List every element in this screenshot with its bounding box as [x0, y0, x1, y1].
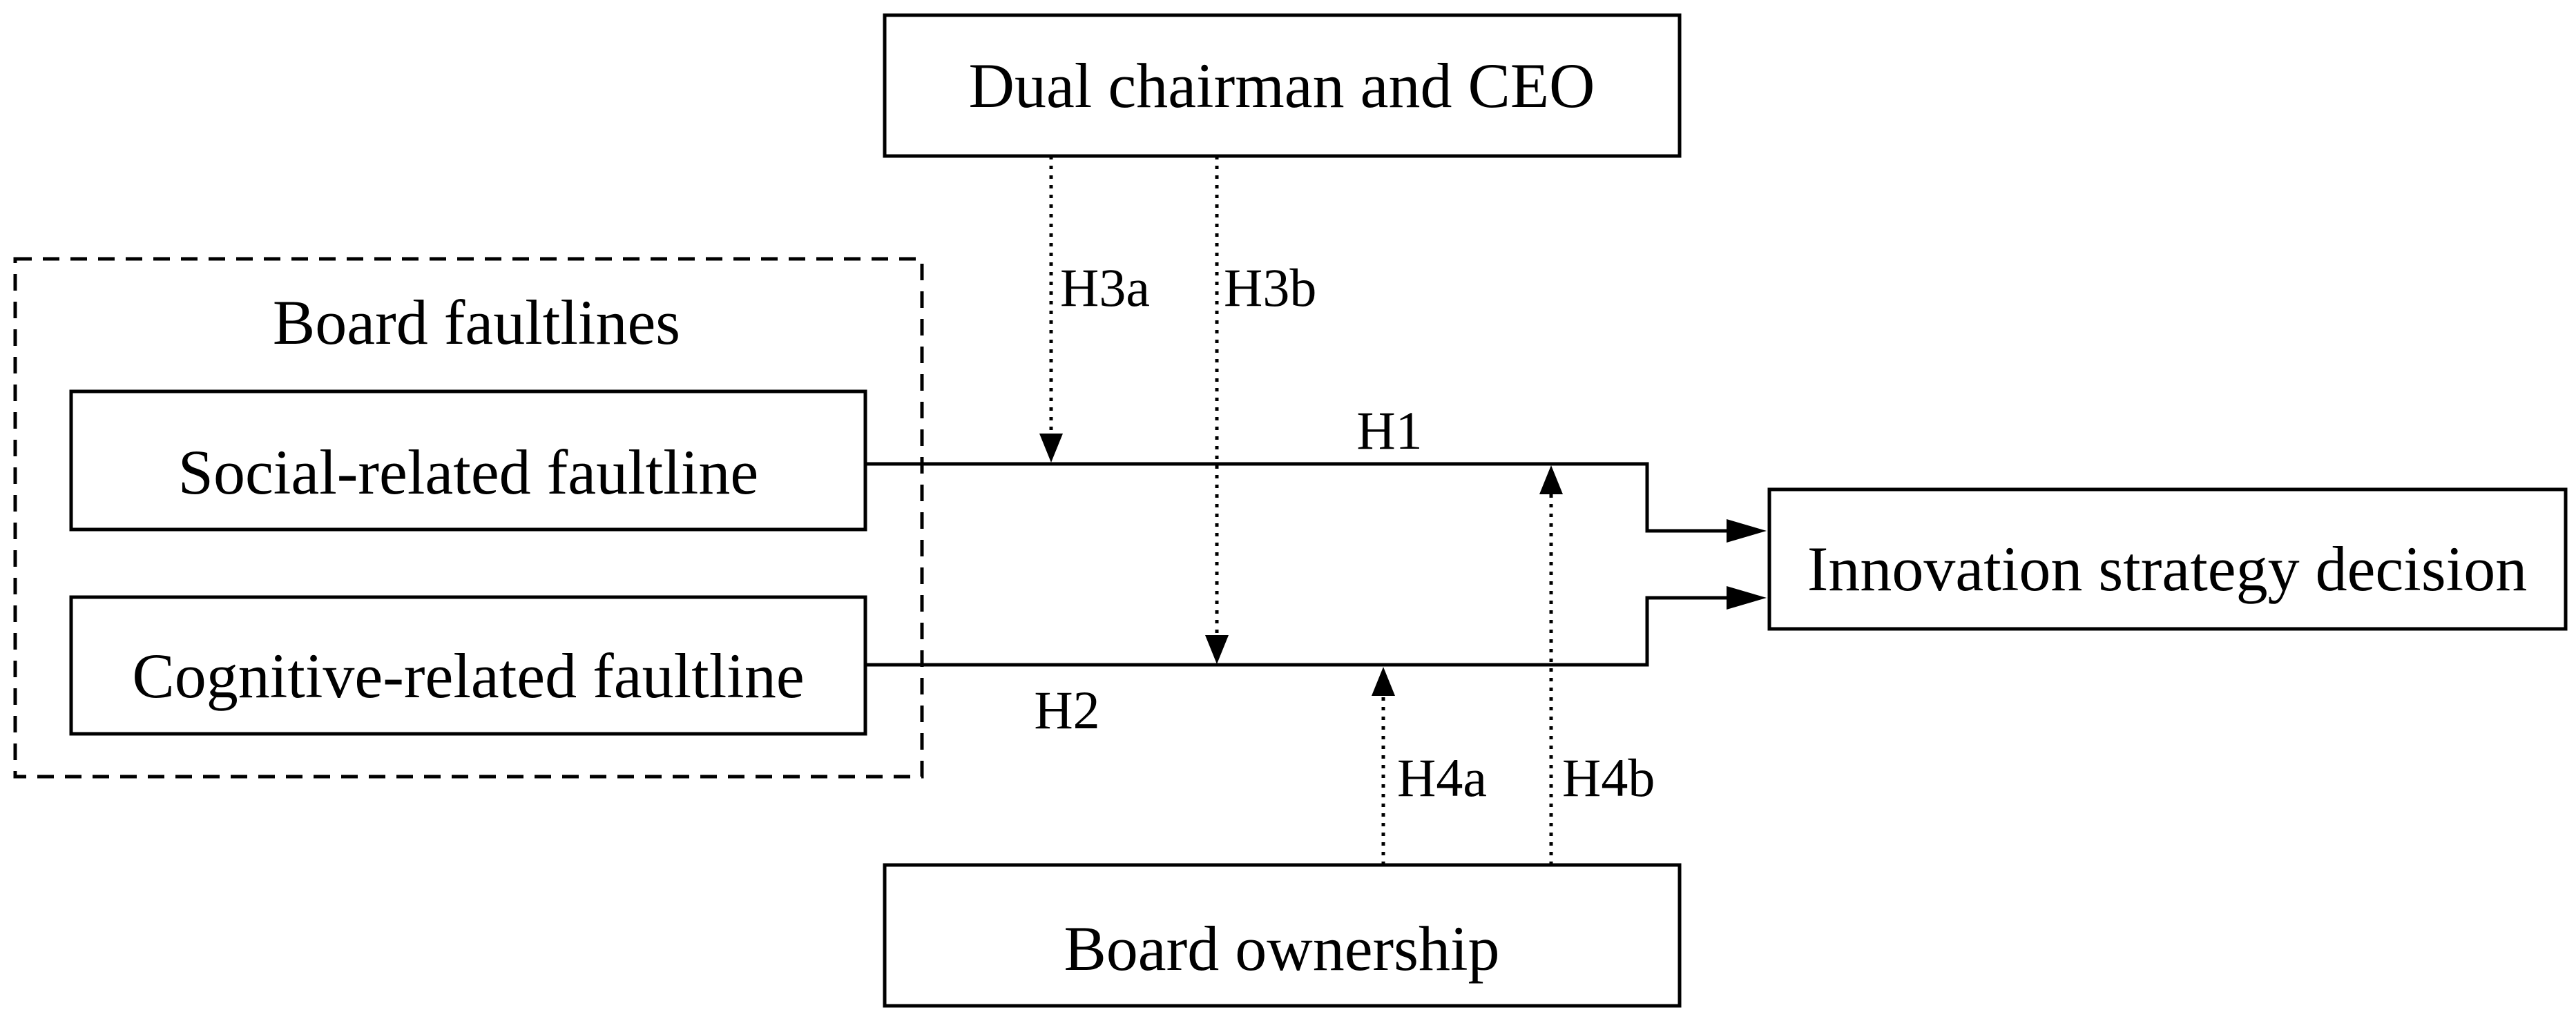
h2-path-line: [865, 596, 1727, 667]
dual-chairman-ceo-box: [883, 13, 1682, 158]
board-faultlines-group-frame: [13, 257, 924, 779]
board-ownership-label: Board ownership: [1064, 913, 1499, 984]
cognitive-faultline-label: Cognitive-related faultline: [132, 641, 804, 711]
social-faultline-box: [69, 389, 867, 532]
h4a-label: H4a: [1397, 748, 1487, 808]
h1-path-line: [865, 462, 1727, 533]
h3b-arrowhead: [1205, 635, 1229, 664]
board-faultlines-group-label: Board faultlines: [273, 287, 680, 358]
h4b-arrowhead: [1539, 465, 1563, 494]
h3a-arrowhead: [1039, 434, 1063, 463]
h1-arrowhead: [1727, 519, 1767, 543]
h4b-label: H4b: [1562, 748, 1655, 808]
innovation-decision-box: [1767, 487, 2568, 631]
h3b-label: H3b: [1224, 257, 1316, 318]
h3a-label: H3a: [1060, 257, 1150, 318]
cognitive-faultline-box: [69, 595, 867, 736]
h4a-arrowhead: [1372, 667, 1395, 696]
board-ownership-box: [883, 863, 1682, 1008]
social-faultline-label: Social-related faultline: [178, 437, 758, 507]
innovation-decision-label: Innovation strategy decision: [1807, 534, 2527, 604]
h2-arrowhead: [1727, 586, 1767, 610]
dual-chairman-ceo-label: Dual chairman and CEO: [969, 50, 1595, 121]
h1-label: H1: [1356, 400, 1422, 460]
h2-label: H2: [1034, 680, 1099, 740]
